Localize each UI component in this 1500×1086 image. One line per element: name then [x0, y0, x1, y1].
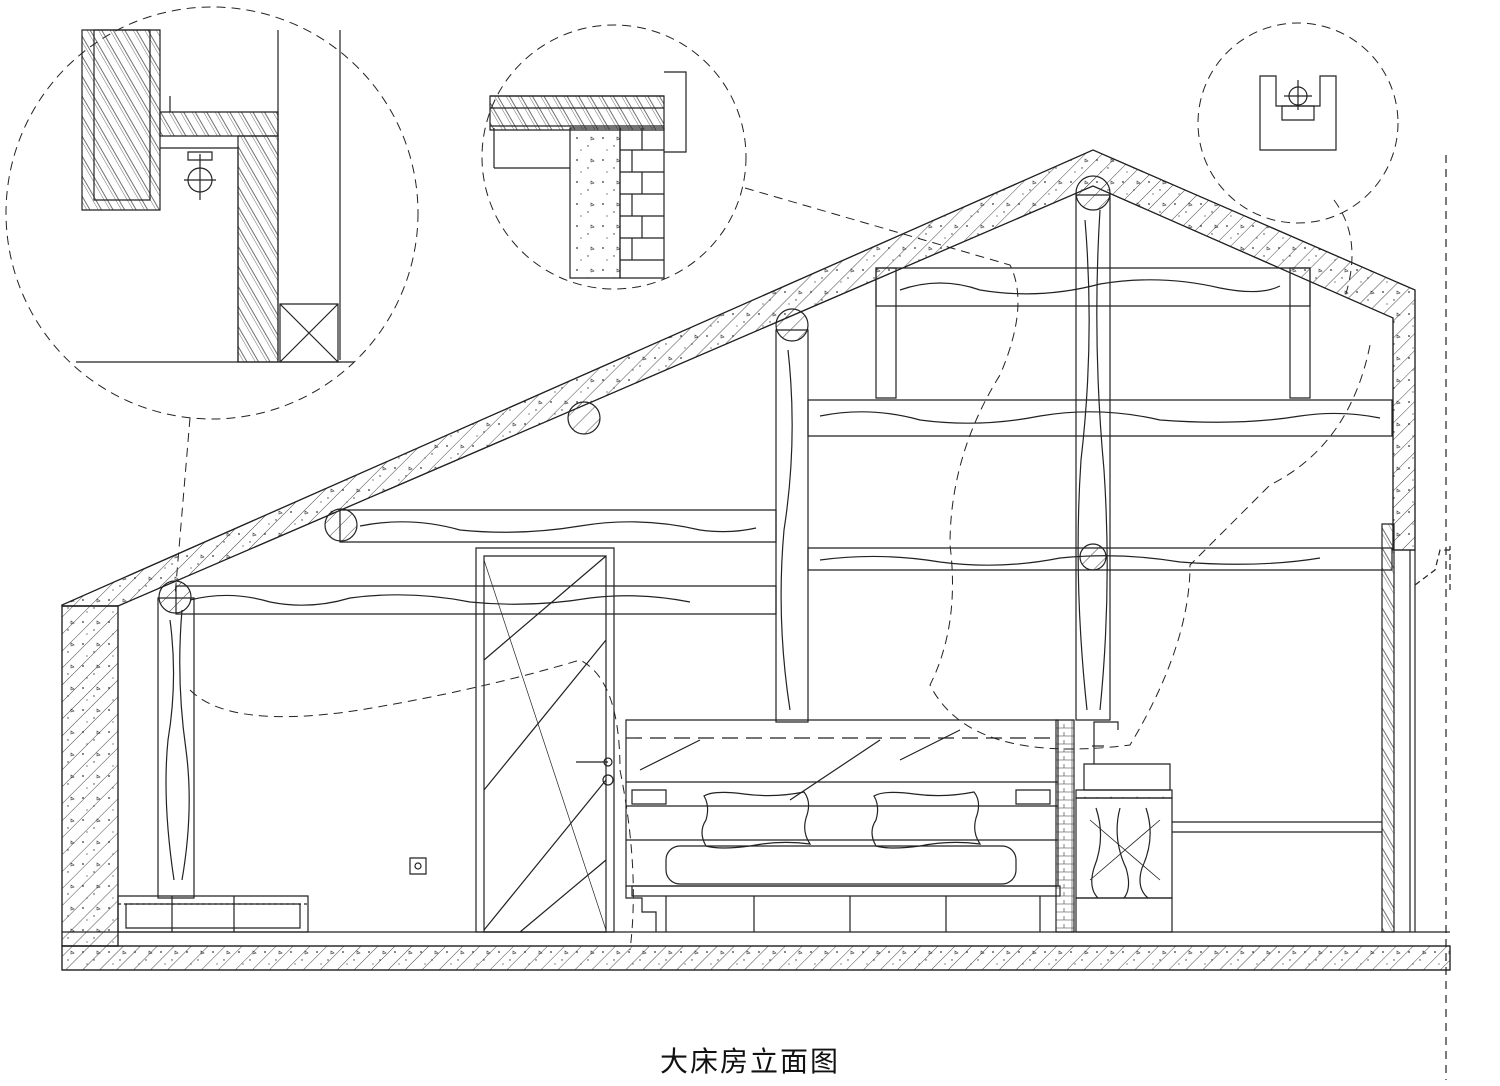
vanity — [1076, 722, 1382, 932]
wall-socket-icon — [410, 858, 426, 874]
right-window — [1382, 155, 1450, 1080]
detail-circle-left — [6, 7, 418, 419]
detail-circle-top — [482, 25, 746, 289]
detail-circle-right — [1198, 23, 1398, 223]
floor-slab — [62, 932, 1450, 970]
pillow-left — [702, 792, 810, 848]
tv-bench — [118, 896, 308, 932]
bed — [626, 720, 1060, 932]
dashed-callout-lines — [175, 188, 1370, 950]
left-wall — [62, 606, 118, 946]
door — [476, 548, 614, 932]
drawing-title: 大床房立面图 — [659, 1045, 840, 1078]
pillow-right — [872, 792, 980, 848]
log-ends — [159, 176, 1110, 613]
brick-partition — [1056, 720, 1074, 932]
